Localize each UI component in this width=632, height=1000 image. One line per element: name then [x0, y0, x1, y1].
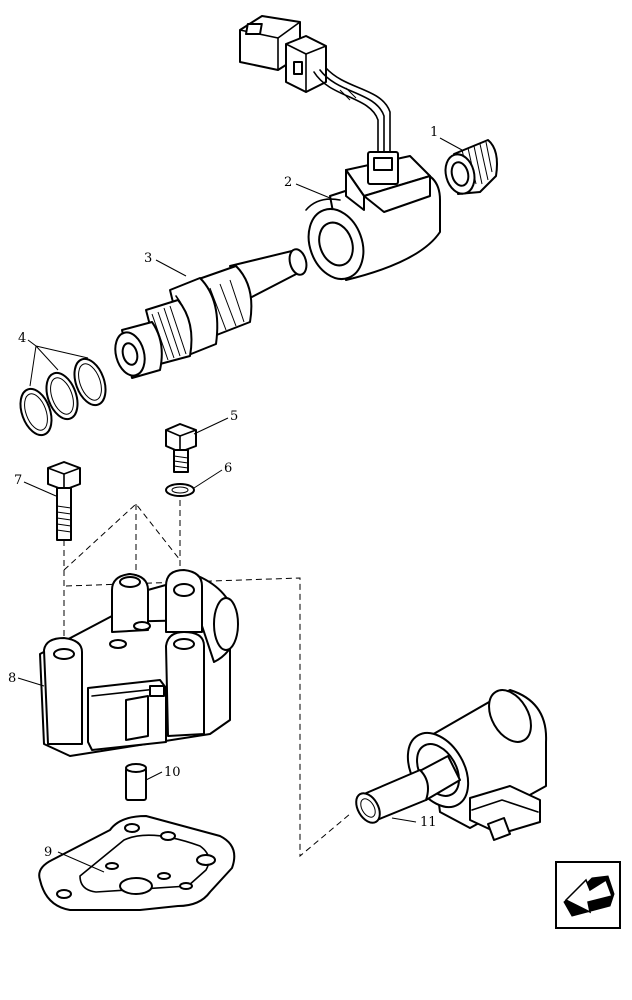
o-rings [19, 357, 107, 437]
valve-housing [39, 569, 239, 757]
electrical-connector [239, 15, 327, 93]
callout-11: 11 [420, 815, 437, 830]
knurled-nut [444, 139, 498, 195]
page-arrow-icon[interactable] [555, 861, 621, 929]
callout-9: 9 [44, 845, 52, 860]
callout-5: 5 [230, 409, 238, 424]
callout-1: 1 [430, 125, 438, 140]
callout-leaders [17, 137, 463, 873]
callout-labels: 1 2 3 4 5 6 7 8 9 10 11 [8, 125, 438, 860]
dowel-pin [125, 763, 147, 801]
coil-wires [313, 67, 391, 161]
callout-10: 10 [164, 765, 181, 780]
lock-washer [165, 483, 195, 497]
callout-6: 6 [224, 461, 232, 476]
solenoid-coil [305, 151, 441, 281]
callout-8: 8 [8, 671, 16, 686]
hex-bolt [47, 461, 81, 541]
solenoid-valve [355, 689, 548, 841]
assembly-guide-lines [63, 500, 351, 858]
callout-2: 2 [284, 175, 292, 190]
callout-3: 3 [144, 251, 152, 266]
flange-bolt [165, 423, 197, 473]
callout-4: 4 [18, 331, 26, 346]
cartridge-valve [114, 248, 308, 379]
callout-7: 7 [14, 473, 22, 488]
gasket-plate [38, 815, 236, 911]
